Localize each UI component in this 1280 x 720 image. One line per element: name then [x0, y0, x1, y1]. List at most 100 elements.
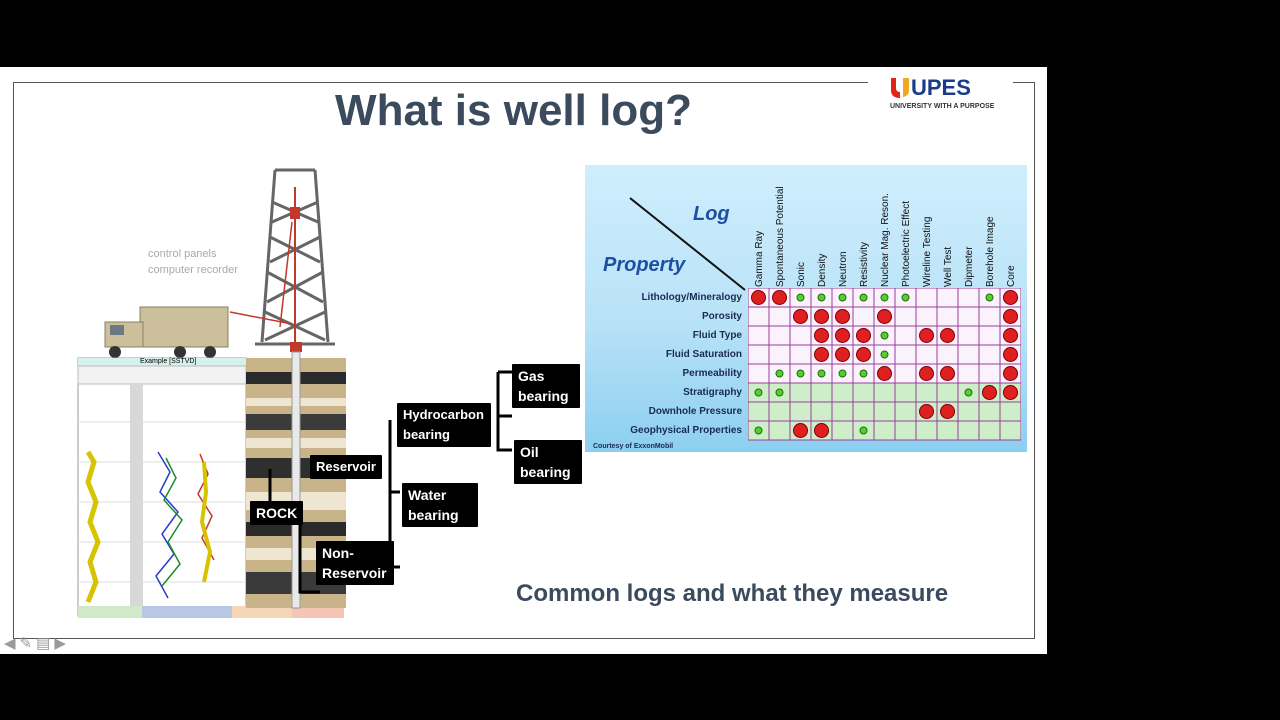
small-green-dot: [817, 369, 826, 378]
diagonal-divider: [629, 197, 746, 291]
small-green-dot: [964, 388, 973, 397]
small-green-dot: [775, 388, 784, 397]
rock-label: ROCK: [250, 501, 304, 525]
column-header-text: Density: [817, 253, 828, 287]
log-property-grid: [748, 288, 1021, 441]
prev-slide-icon[interactable]: ◀: [4, 635, 16, 652]
column-header: Photoelectric Effect: [897, 169, 916, 287]
small-green-dot: [775, 369, 784, 378]
reservoir-label: Reservoir: [310, 455, 382, 479]
small-green-dot: [859, 426, 868, 435]
row-label: Downhole Pressure: [648, 406, 742, 417]
large-red-dot: [940, 328, 955, 343]
large-red-dot: [751, 290, 766, 305]
non-reservoir-label: Non-Reservoir: [316, 541, 394, 585]
small-green-dot: [838, 369, 847, 378]
column-header: Gamma Ray: [750, 169, 769, 287]
column-header: Wireline Testing: [918, 169, 937, 287]
control-panels-label: control panels: [148, 248, 217, 260]
large-red-dot: [814, 423, 829, 438]
row-label: Geophysical Properties: [630, 425, 742, 436]
property-axis-label: Property: [603, 254, 686, 276]
column-header: Borehole Image: [981, 169, 1000, 287]
large-red-dot: [856, 347, 871, 362]
log-property-table: Log Property Gamma Ray Spontaneous Potent…: [585, 165, 1027, 452]
row-label: Fluid Type: [692, 330, 742, 341]
small-green-dot: [859, 369, 868, 378]
small-green-dot: [817, 293, 826, 302]
column-header: Neutron: [834, 169, 853, 287]
slide: UPES UNIVERSITY WITH A PURPOSE What is w…: [0, 67, 1047, 654]
row-label: Fluid Saturation: [665, 349, 742, 360]
slide-nav: ◀✎▤▶: [4, 634, 92, 652]
hydrocarbon-bearing-label: Hydrocarbon bearing: [397, 403, 491, 447]
small-green-dot: [880, 350, 889, 359]
column-header-text: Dipmeter: [964, 246, 975, 287]
menu-icon[interactable]: ▤: [36, 635, 51, 652]
courtesy-note: Courtesy of ExxonMobil: [593, 443, 674, 450]
logo-tagline: UNIVERSITY WITH A PURPOSE: [890, 103, 995, 110]
column-header-text: Borehole Image: [985, 216, 996, 287]
row-label: Permeability: [682, 368, 742, 379]
large-red-dot: [919, 404, 934, 419]
column-header-text: Resistivity: [859, 241, 870, 287]
oil-bearing-label: Oil bearing: [514, 440, 582, 484]
small-green-dot: [880, 293, 889, 302]
small-green-dot: [754, 426, 763, 435]
column-header-text: Photoelectric Effect: [901, 201, 912, 287]
large-red-dot: [793, 309, 808, 324]
column-header-text: Gamma Ray: [754, 230, 765, 287]
large-red-dot: [835, 309, 850, 324]
small-green-dot: [754, 388, 763, 397]
slide-caption: Common logs and what they measure: [516, 580, 949, 607]
large-red-dot: [982, 385, 997, 400]
large-red-dot: [1003, 366, 1018, 381]
large-red-dot: [940, 366, 955, 381]
well-diagram: [77, 168, 512, 618]
large-red-dot: [1003, 290, 1018, 305]
column-header: Well Test: [939, 169, 958, 287]
column-header-text: Sonic: [796, 261, 807, 287]
logo-text: UPES: [911, 75, 971, 100]
log-header: Example [SSTVD]: [140, 358, 197, 365]
row-label: Lithology/Mineralogy: [641, 292, 742, 303]
large-red-dot: [919, 328, 934, 343]
small-green-dot: [901, 293, 910, 302]
small-green-dot: [985, 293, 994, 302]
small-green-dot: [796, 293, 805, 302]
water-bearing-label: Water bearing: [402, 483, 478, 527]
log-axis-label: Log: [693, 203, 730, 225]
column-header: Dipmeter: [960, 169, 979, 287]
column-header: Sonic: [792, 169, 811, 287]
column-header-text: Wireline Testing: [922, 216, 933, 287]
row-label: Porosity: [701, 311, 742, 322]
large-red-dot: [1003, 309, 1018, 324]
column-header-text: Spontaneous Potential: [775, 186, 786, 287]
large-red-dot: [940, 404, 955, 419]
small-green-dot: [838, 293, 847, 302]
large-red-dot: [1003, 347, 1018, 362]
large-red-dot: [856, 328, 871, 343]
large-red-dot: [1003, 385, 1018, 400]
column-header-text: Core: [1006, 265, 1017, 287]
upes-logo: UPES UNIVERSITY WITH A PURPOSE: [889, 73, 999, 113]
small-green-dot: [859, 293, 868, 302]
pen-icon[interactable]: ✎: [19, 635, 33, 652]
large-red-dot: [814, 309, 829, 324]
next-slide-icon[interactable]: ▶: [54, 635, 66, 652]
column-header: Spontaneous Potential: [771, 169, 790, 287]
large-red-dot: [1003, 328, 1018, 343]
large-red-dot: [877, 366, 892, 381]
logging-truck: [104, 306, 229, 358]
large-red-dot: [793, 423, 808, 438]
large-red-dot: [835, 347, 850, 362]
large-red-dot: [835, 328, 850, 343]
large-red-dot: [919, 366, 934, 381]
column-header: Density: [813, 169, 832, 287]
large-red-dot: [772, 290, 787, 305]
large-red-dot: [814, 328, 829, 343]
slide-frame: [13, 82, 1035, 639]
upes-logo-icon: [891, 78, 909, 98]
large-red-dot: [814, 347, 829, 362]
computer-recorder-label: computer recorder: [148, 264, 238, 276]
